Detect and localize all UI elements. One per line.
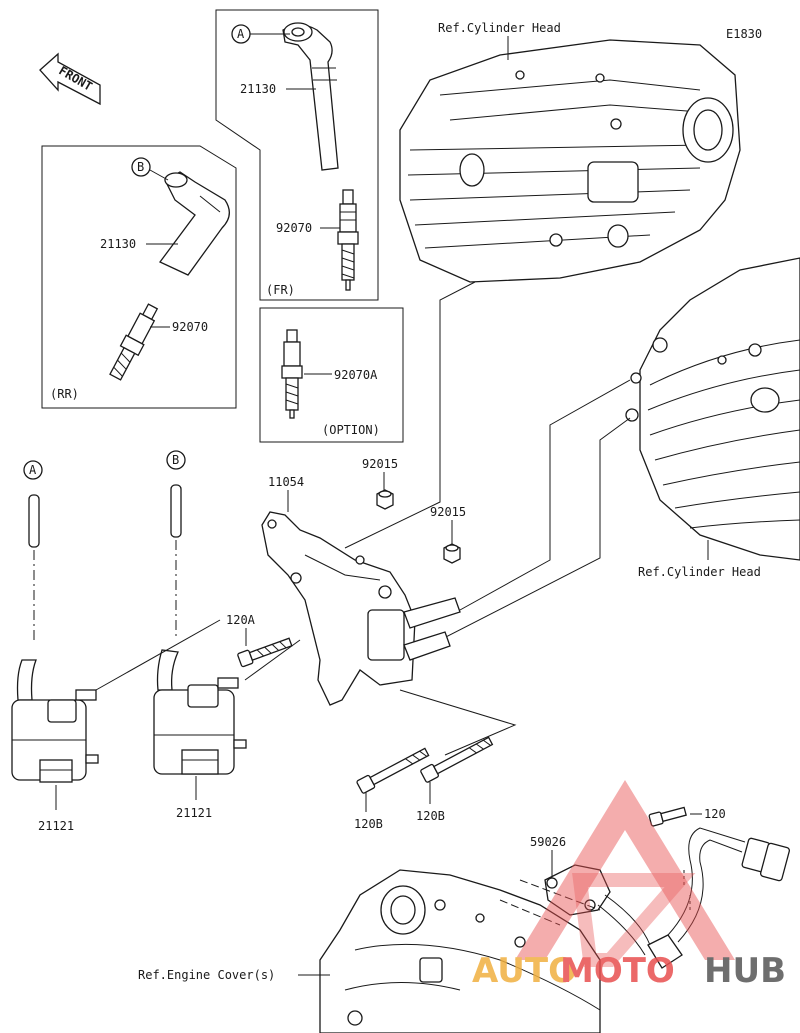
label-plug-option: 92070A xyxy=(334,368,378,382)
label-nut-upper: 92015 xyxy=(362,457,398,471)
callout-b-rr: B xyxy=(137,160,144,174)
label-cap-rr: 21130 xyxy=(100,237,136,251)
watermark-part2: MOTO xyxy=(560,951,675,991)
ref-cylinder-head-top: Ref.Cylinder Head xyxy=(438,21,561,35)
box-rr-label: (RR) xyxy=(50,387,79,401)
cylinder-head-top xyxy=(399,39,741,283)
callout-a-wire: A xyxy=(29,463,37,477)
bolt-120a xyxy=(237,637,293,668)
box-option-label: (OPTION) xyxy=(322,423,380,437)
watermark-logo: AUTO MOTO HUB xyxy=(472,780,786,991)
callout-b-wire: B xyxy=(172,453,179,467)
bracket xyxy=(261,511,461,706)
label-cap-fr: 21130 xyxy=(240,82,276,96)
label-plug-rr: 92070 xyxy=(172,320,208,334)
label-bolt-120b-right: 120B xyxy=(416,809,445,823)
ref-cylinder-head-right: Ref.Cylinder Head xyxy=(638,565,761,579)
label-plug-fr: 92070 xyxy=(276,221,312,235)
nut-lower xyxy=(443,543,461,564)
label-nut-lower: 92015 xyxy=(430,505,466,519)
bolt-120b-left xyxy=(356,747,430,794)
ignition-coil-right xyxy=(153,649,247,775)
engine-cover xyxy=(319,869,601,1033)
label-bolt-120: 120 xyxy=(704,807,726,821)
wire-b: B xyxy=(166,450,186,640)
label-coil-left: 21121 xyxy=(38,819,74,833)
ignition-coil-left xyxy=(11,659,99,783)
box-fr: A 21130 92070 (FR) xyxy=(215,9,379,301)
label-bracket: 11054 xyxy=(268,475,304,489)
nut-upper xyxy=(376,489,394,510)
box-option: 92070A (OPTION) xyxy=(259,307,404,443)
front-arrow: FRONT xyxy=(39,52,101,106)
watermark-part1: AUTO xyxy=(472,951,577,991)
label-coil-right: 21121 xyxy=(176,806,212,820)
cylinder-head-right xyxy=(625,257,800,561)
sensor xyxy=(544,827,791,969)
label-bolt-120b-left: 120B xyxy=(354,817,383,831)
box-rr: B 21130 92070 (RR) xyxy=(41,145,237,409)
bolt-120b-right xyxy=(420,736,494,783)
callout-a-fr: A xyxy=(237,27,245,41)
label-bolt-120a: 120A xyxy=(226,613,256,627)
label-sensor: 59026 xyxy=(530,835,566,849)
wire-a: A xyxy=(23,460,43,640)
bolt-120 xyxy=(648,806,687,827)
box-fr-label: (FR) xyxy=(266,283,295,297)
diagram-code: E1830 xyxy=(726,27,762,41)
ref-engine-cover: Ref.Engine Cover(s) xyxy=(138,968,275,982)
watermark-part3: HUB xyxy=(704,951,786,991)
